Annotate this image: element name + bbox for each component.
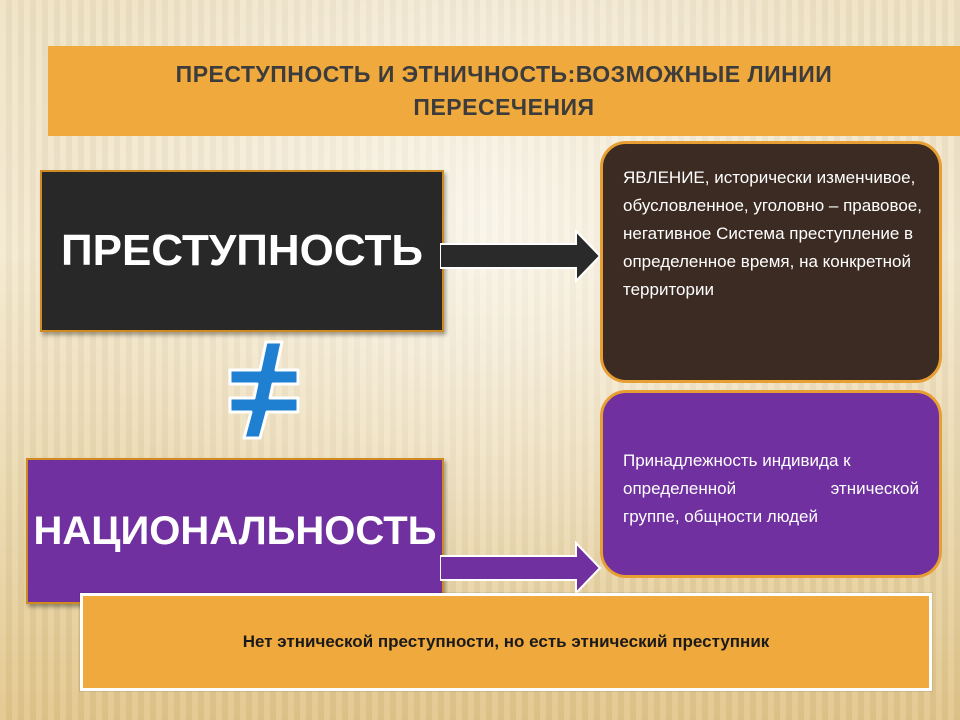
arrow-right-icon [440, 540, 602, 596]
crime-label: ПРЕСТУПНОСТЬ [60, 226, 424, 275]
crime-definition-callout: ЯВЛЕНИЕ, исторически изменчивое, обуслов… [600, 141, 942, 383]
arrow-right-icon [440, 228, 602, 284]
crime-definition-text: ЯВЛЕНИЕ, исторически изменчивое, обуслов… [623, 168, 922, 299]
not-equal-icon [228, 340, 300, 440]
footer-band: Нет этнической преступности, но есть этн… [80, 593, 932, 691]
nationality-box: НАЦИОНАЛЬНОСТЬ [26, 458, 444, 604]
footer-text: Нет этнической преступности, но есть этн… [242, 632, 770, 651]
slide-title: ПРЕСТУПНОСТЬ И ЭТНИЧНОСТЬ:ВОЗМОЖНЫЕ ЛИНИ… [175, 61, 833, 120]
nationality-definition-line: определенной этнической [623, 479, 919, 498]
nationality-label: НАЦИОНАЛЬНОСТЬ [33, 508, 437, 553]
crime-box: ПРЕСТУПНОСТЬ [40, 170, 444, 332]
nationality-definition-line: группе, общности людей [623, 507, 818, 526]
nationality-definition-line: Принадлежность индивида к [623, 451, 851, 470]
title-band: ПРЕСТУПНОСТЬ И ЭТНИЧНОСТЬ:ВОЗМОЖНЫЕ ЛИНИ… [48, 46, 960, 136]
nationality-definition-callout: Принадлежность индивида к определенной э… [600, 390, 942, 578]
